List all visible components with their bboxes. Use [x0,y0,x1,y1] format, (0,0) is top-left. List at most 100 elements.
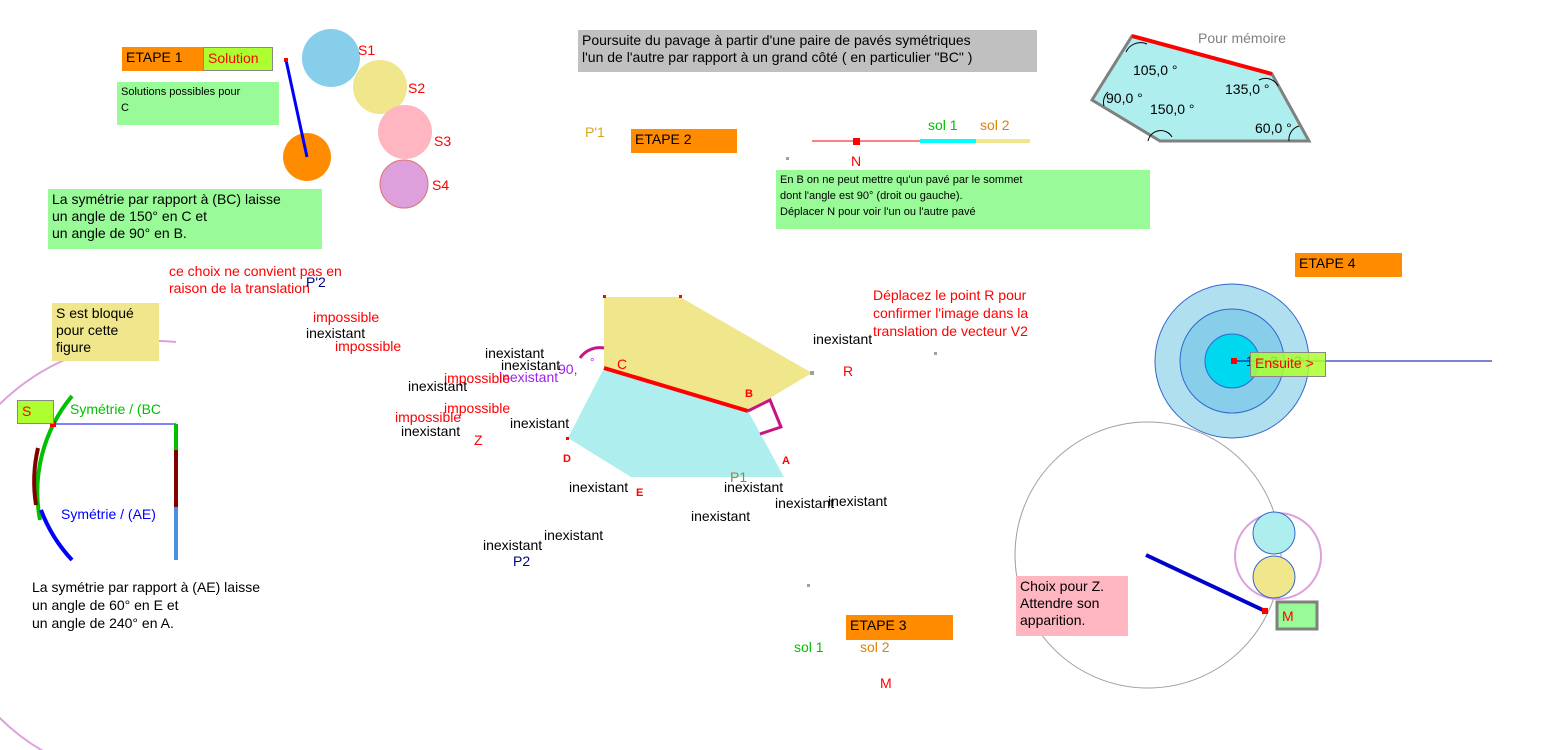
memo-angle-105: 105,0 ° [1133,62,1178,78]
circle-yellow-small [1252,555,1296,599]
inexistant-label: inexistant [485,345,545,361]
label-p1prime: P'1 [585,124,605,140]
inexistant-label: inexistant [401,423,461,439]
label-sol1-step2: sol 1 [928,117,958,133]
choice-note-line2: raison de la translation [169,280,310,296]
move-r-line2: confirmer l'image dans la [873,305,1029,321]
grey-dot [807,584,810,587]
memo-angle-arc [1288,125,1300,142]
segment-blue-step3 [1145,553,1266,613]
label-sym-ae: Symétrie / (AE) [61,506,156,522]
arc-blue [39,509,74,562]
solutions-note-line1: Solutions possibles pour [121,86,241,98]
memo-title: Pour mémoire [1198,30,1286,46]
label-degree: ° [590,357,595,369]
inexistant-label: inexistant [306,325,366,341]
solution-button[interactable]: Solution [203,47,273,71]
label-angle-90: 90, [558,361,578,377]
impossible-label: impossible [395,409,462,425]
memo-angle-arc [1125,42,1148,53]
etape3-label: ETAPE 3 [846,615,953,640]
inexistant-label: inexistant [828,493,888,509]
label-d: D [563,453,571,465]
memo-red-side [1131,34,1273,76]
title-line1: Poursuite du pavage à partir d'une paire… [582,32,971,48]
choice-z-line3: apparition. [1020,612,1086,628]
inexistant-label: inexistant [724,479,784,495]
s-button[interactable]: S [17,400,54,424]
circle-s1[interactable] [302,29,360,87]
blocked-note: S est bloqué pour cette figure [52,303,159,361]
choice-z-line1: Choix pour Z. [1020,578,1105,594]
label-s3: S3 [434,133,452,149]
memo-angle-135: 135,0 ° [1225,81,1270,97]
circle-s3[interactable] [378,105,432,159]
point-m-handle[interactable] [1262,608,1268,614]
move-r-line1: Déplacez le point R pour [873,287,1027,303]
arc-green [35,394,74,521]
memo-angle-arc [1103,91,1109,107]
sym-bc-line2: un angle de 150° en C et [52,208,208,224]
label-b: B [745,388,753,400]
inexistant-label: inexistant [569,479,629,495]
etape4-label: ETAPE 4 [1295,253,1402,277]
sym-ae-line2: un angle de 60° en E et [32,597,179,613]
move-r-line3: translation de vecteur V2 [873,323,1028,339]
sym-bc-line3: un angle de 90° en B. [52,225,187,241]
memo-angle-60: 60,0 ° [1255,120,1292,136]
step4-point[interactable] [1231,358,1237,364]
arc-maroon [32,447,40,506]
circle-s2[interactable] [353,60,407,114]
label-n: N [851,153,862,169]
point-r[interactable] [810,371,814,375]
point-n[interactable] [853,138,860,145]
inexistant-label: inexistant [501,357,561,373]
inexistant-label: inexistant [510,415,570,431]
m-box[interactable] [1275,600,1319,631]
point-handle[interactable] [284,58,288,62]
label-e: E [636,487,644,499]
vertex-marker [679,295,682,298]
segment-bc [603,366,749,413]
label-sol1-step3: sol 1 [794,639,824,655]
solutions-note-line2: C [121,102,129,114]
grey-dot [786,157,789,160]
label-s2: S2 [408,80,426,96]
etape2-label: ETAPE 2 [631,129,737,153]
circle-s4[interactable] [379,159,429,209]
label-s4: S4 [432,177,450,193]
label-sym-bc: Symétrie / (BC [70,401,162,417]
label-m-box[interactable]: M [1282,608,1294,624]
choice-z-note: Choix pour Z. Attendre son apparition. [1016,576,1128,636]
point-s[interactable] [50,421,56,427]
choice-circle [1014,421,1282,689]
memo-angle-arc [1147,130,1173,142]
impossible-label: impossible [444,370,511,386]
memo-angle-90: 90,0 ° [1106,90,1143,106]
circle-cyan-small [1252,511,1296,555]
label-c: C [617,356,628,372]
title-box: Poursuite du pavage à partir d'une paire… [578,30,1037,72]
label-r: R [843,363,854,379]
label-a: A [782,455,790,467]
ensuite-button[interactable]: Ensuite > [1250,352,1326,377]
step2-info: En B on ne peut mettre qu'un pavé par le… [776,170,1150,229]
blocked-line2: pour cette [56,322,119,338]
inexistant-label: inexistant [408,378,468,394]
memo-angle-arc [1258,77,1279,87]
label-m: M [880,675,892,691]
label-z: Z [474,432,483,448]
sym-ae-line1: La symétrie par rapport à (AE) laisse [32,579,260,595]
vertex-marker [603,295,606,298]
memo-angle-150: 150,0 ° [1150,101,1195,117]
label-sol2-step2: sol 2 [980,117,1010,133]
inexistant-label: inexistant [691,508,751,524]
inexistant-label: inexistant [775,495,835,511]
blocked-line3: figure [56,339,92,355]
impossible-label: impossible [444,400,511,416]
label-p2: P2 [513,553,531,569]
label-s1: S1 [358,42,376,58]
step2-info-line2: dont l'angle est 90° (droit ou gauche). [780,190,963,202]
angle-arc-c [578,346,605,359]
